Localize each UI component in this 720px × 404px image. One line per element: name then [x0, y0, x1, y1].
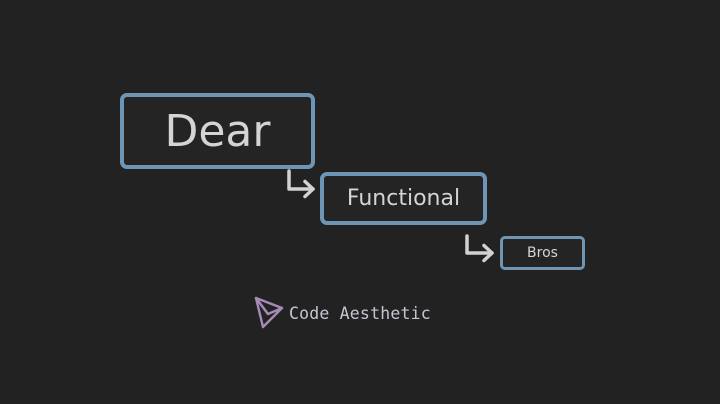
- node-bros: Bros: [500, 236, 585, 270]
- node-dear: Dear: [120, 93, 315, 169]
- brand-logo: Code Aesthetic: [254, 296, 431, 330]
- node-dear-label: Dear: [164, 105, 271, 157]
- connector-dear-to-functional: [287, 169, 315, 199]
- node-functional: Functional: [320, 172, 487, 225]
- paper-plane-icon: [254, 296, 284, 329]
- brand-name: Code Aesthetic: [289, 303, 431, 323]
- connector-functional-to-bros: [465, 234, 494, 263]
- node-functional-label: Functional: [346, 186, 461, 211]
- node-bros-label: Bros: [527, 245, 558, 261]
